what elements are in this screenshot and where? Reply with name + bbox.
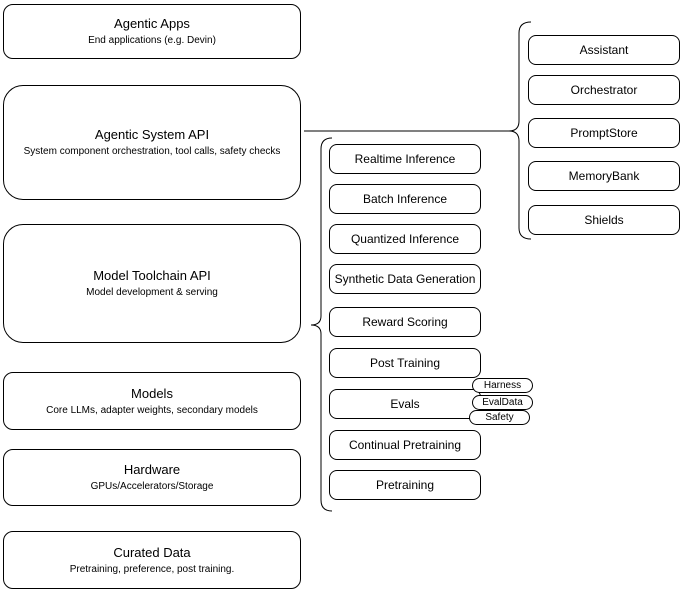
node-pretraining: Pretraining xyxy=(329,470,481,500)
node-promptstore: PromptStore xyxy=(528,118,680,148)
node-title: Curated Data xyxy=(113,544,191,560)
node-post-training: Post Training xyxy=(329,348,481,378)
node-label: MemoryBank xyxy=(568,169,640,183)
node-synthetic-data-generation: Synthetic Data Generation xyxy=(329,264,481,294)
node-reward-scoring: Reward Scoring xyxy=(329,307,481,337)
system-components-brace xyxy=(508,21,532,240)
node-subtitle: GPUs/Accelerators/Storage xyxy=(90,481,214,492)
node-title: Agentic System API xyxy=(94,127,210,142)
node-label: Orchestrator xyxy=(570,83,638,97)
node-evals: Evals xyxy=(329,389,481,419)
node-label: Realtime Inference xyxy=(354,152,456,166)
node-subtitle: Pretraining, preference, post training. xyxy=(69,563,235,575)
node-subtitle: System component orchestration, tool cal… xyxy=(23,146,281,157)
node-title: Model Toolchain API xyxy=(93,268,211,283)
tag-label: Safety xyxy=(485,412,514,423)
tag-safety: Safety xyxy=(469,410,530,425)
node-label: Evals xyxy=(390,397,420,411)
node-title: Agentic Apps xyxy=(114,16,190,31)
node-label: Post Training xyxy=(369,356,441,370)
node-hardware: Hardware GPUs/Accelerators/Storage xyxy=(3,449,301,506)
node-quantized-inference: Quantized Inference xyxy=(329,224,481,254)
node-label: Reward Scoring xyxy=(362,315,448,329)
tag-label: EvalData xyxy=(482,397,523,408)
node-label: PromptStore xyxy=(570,126,638,140)
toolchain-brace xyxy=(310,137,333,512)
node-label: Shields xyxy=(584,213,624,227)
node-title: Hardware xyxy=(123,462,181,477)
node-subtitle: Model development & serving xyxy=(86,287,218,298)
node-shields: Shields xyxy=(528,205,680,235)
node-curated-data: Curated Data Pretraining, preference, po… xyxy=(3,531,301,589)
node-label: Assistant xyxy=(579,43,629,57)
node-model-toolchain-api: Model Toolchain API Model development & … xyxy=(3,224,301,343)
tag-evaldata: EvalData xyxy=(472,395,533,410)
node-label: Quantized Inference xyxy=(350,232,460,246)
node-subtitle: Core LLMs, adapter weights, secondary mo… xyxy=(46,404,258,416)
node-memorybank: MemoryBank xyxy=(528,161,680,191)
node-label: Continual Pretraining xyxy=(348,438,462,452)
node-agentic-system-api: Agentic System API System component orch… xyxy=(3,85,301,200)
node-orchestrator: Orchestrator xyxy=(528,75,680,105)
node-assistant: Assistant xyxy=(528,35,680,65)
node-batch-inference: Batch Inference xyxy=(329,184,481,214)
tag-label: Harness xyxy=(483,380,522,391)
node-models: Models Core LLMs, adapter weights, secon… xyxy=(3,372,301,430)
node-continual-pretraining: Continual Pretraining xyxy=(329,430,481,460)
node-label: Synthetic Data Generation xyxy=(334,272,476,286)
tag-harness: Harness xyxy=(472,378,533,393)
node-realtime-inference: Realtime Inference xyxy=(329,144,481,174)
node-label: Batch Inference xyxy=(362,192,448,206)
node-agentic-apps: Agentic Apps End applications (e.g. Devi… xyxy=(3,4,301,59)
node-label: Pretraining xyxy=(375,478,435,492)
node-subtitle: End applications (e.g. Devin) xyxy=(88,35,216,46)
node-title: Models xyxy=(131,385,173,401)
